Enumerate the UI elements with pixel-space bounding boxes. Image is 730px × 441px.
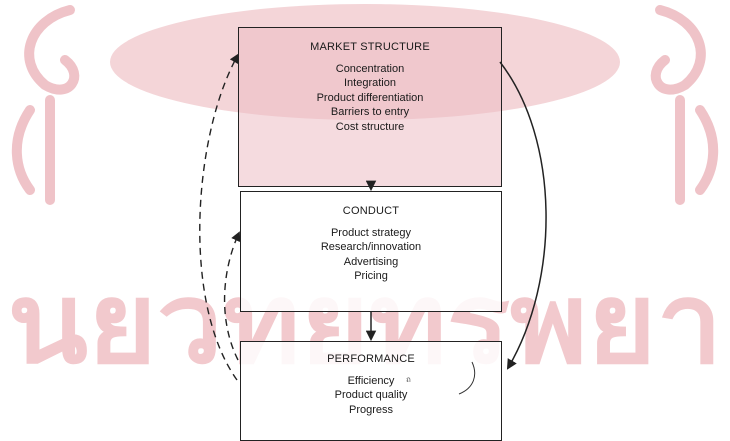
performance-box: PERFORMANCE Efficiency Product quality P… bbox=[240, 341, 502, 441]
performance-title: PERFORMANCE bbox=[327, 353, 415, 365]
product-differentiation-item: Product differentiation bbox=[316, 91, 424, 104]
handwritten-annotation: ถ bbox=[406, 375, 411, 384]
pricing-item: Pricing bbox=[354, 270, 388, 282]
product-strategy-item: Product strategy bbox=[330, 226, 412, 239]
handwritten-mark bbox=[458, 361, 476, 395]
research-innovation-item: Research/innovation bbox=[320, 241, 422, 253]
watermark-seal-left-ornament bbox=[11, 5, 80, 205]
feedback-performance-to-structure bbox=[199, 53, 239, 381]
watermark-seal-right-ornament bbox=[650, 5, 719, 205]
progress-item: Progress bbox=[348, 403, 394, 416]
conduct-title: CONDUCT bbox=[342, 205, 400, 217]
product-quality-item: Product quality bbox=[334, 389, 408, 401]
barriers-to-entry-item: Barriers to entry bbox=[330, 106, 410, 118]
arrow-structure-to-performance bbox=[499, 61, 547, 370]
conduct-box: CONDUCT Product strategy Research/innova… bbox=[240, 191, 502, 312]
market-structure-box: MARKET STRUCTURE Concentration Integrati… bbox=[238, 27, 502, 187]
cost-structure-item: Cost structure bbox=[335, 120, 405, 133]
advertising-item: Advertising bbox=[343, 255, 399, 268]
feedback-performance-to-conduct bbox=[223, 231, 241, 361]
market-structure-title: MARKET STRUCTURE bbox=[310, 41, 430, 53]
efficiency-item: Efficiency bbox=[347, 374, 395, 387]
concentration-item: Concentration bbox=[335, 62, 405, 75]
integration-item: Integration bbox=[344, 77, 396, 89]
